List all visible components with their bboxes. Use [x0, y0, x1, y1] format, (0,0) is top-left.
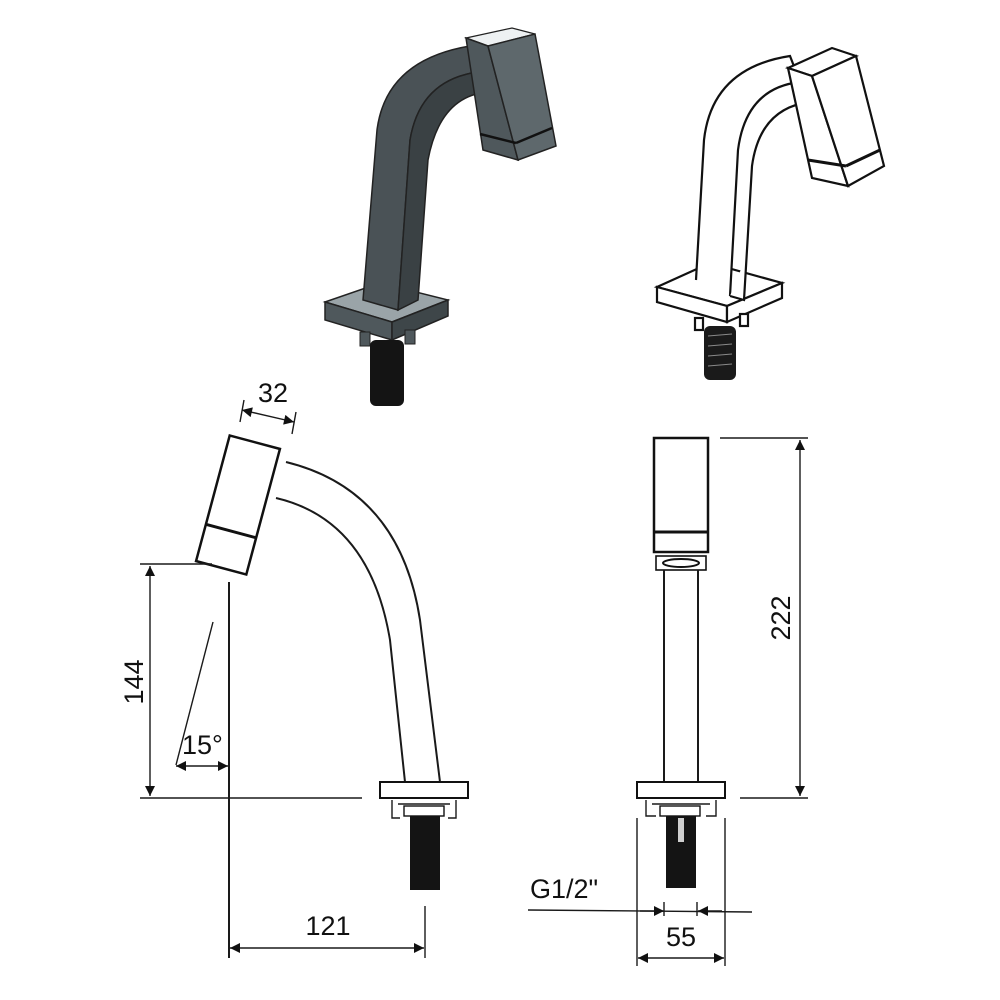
spout-head-band-side: [515, 126, 553, 145]
thread-highlights: [707, 333, 733, 367]
dim-121-label: 121: [305, 911, 350, 941]
isometric-shaded-view: [322, 27, 557, 406]
side-threaded-shank: [410, 816, 440, 890]
isometric-line-view: [653, 46, 886, 380]
front-shank-highlight: [678, 818, 684, 842]
dim-32-line: [241, 407, 295, 425]
front-elevation: 222 G1/2" 55: [527, 436, 808, 966]
front-base-plate: [636, 781, 726, 799]
front-aerator: [662, 558, 700, 568]
side-spout-outer: [285, 461, 441, 783]
dim-144-label: 144: [119, 659, 149, 704]
clip-left: [359, 331, 371, 347]
side-elevation: 144 15° 32 121: [119, 378, 469, 958]
threaded-shank: [370, 340, 404, 406]
side-spout-inner: [275, 497, 406, 783]
dim-thread-label: G1/2": [530, 874, 598, 904]
spout-head-band: [479, 132, 517, 145]
dim-angle-label: 15°: [182, 730, 223, 760]
line-threaded-shank: [704, 326, 736, 380]
clip-right: [404, 329, 416, 345]
side-base-plate: [379, 781, 469, 799]
front-collar: [659, 805, 701, 817]
line-base-plate-side: [725, 281, 784, 324]
dim-32-label: 32: [258, 378, 288, 408]
side-spout-head: [194, 433, 282, 577]
outlet-angled-axis: [175, 621, 214, 766]
dim-32-ext-right: [291, 411, 297, 435]
side-base-clips: [391, 800, 457, 819]
line-spout-body: [694, 54, 802, 297]
front-base-clips: [645, 800, 717, 817]
line-spout-head-band-side: [845, 148, 881, 168]
line-clip-left: [693, 316, 705, 332]
line-spout-head-band: [807, 158, 847, 168]
spout-head-side: [487, 33, 557, 161]
dim-55-label: 55: [666, 922, 696, 952]
dim-222-label: 222: [766, 595, 796, 640]
front-spout-head: [652, 436, 710, 554]
line-clip-right: [738, 312, 750, 328]
side-collar: [403, 805, 445, 817]
line-spout-head-side: [810, 54, 886, 188]
